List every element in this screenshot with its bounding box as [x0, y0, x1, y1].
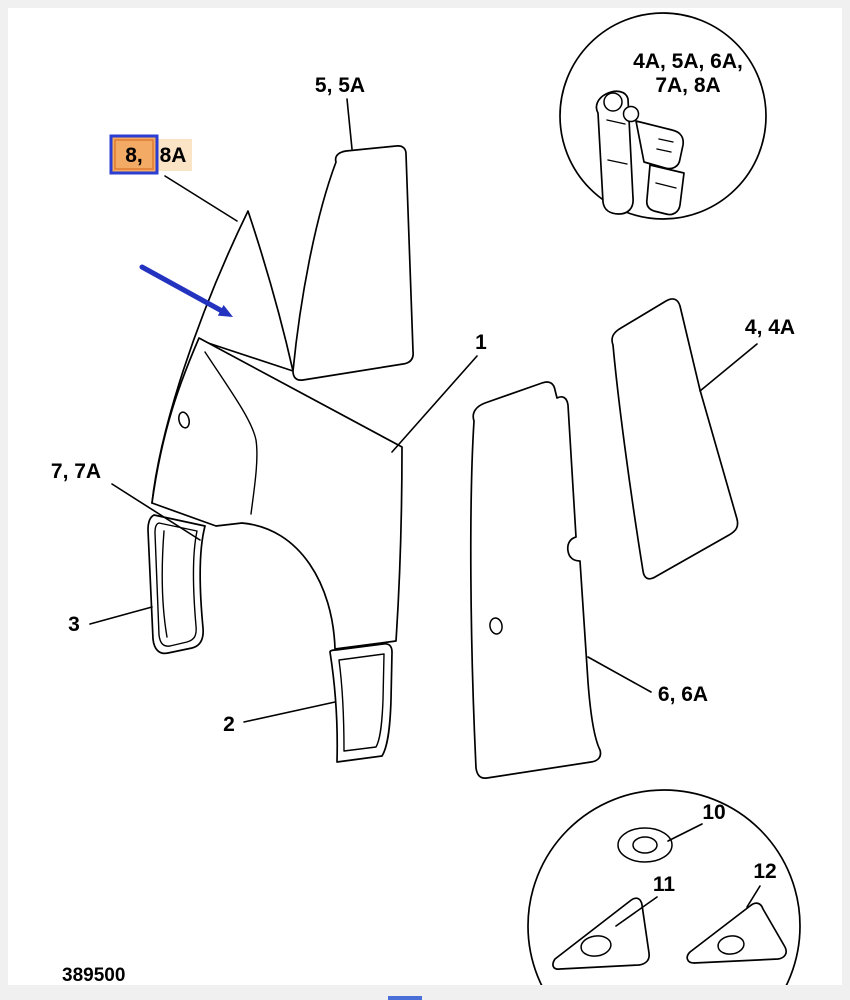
piece-7-3-inner [154, 522, 198, 647]
callout-label-12: 12 [753, 860, 776, 883]
callout-12: 12 [746, 860, 777, 908]
callout-8-highlighted: 8, 8A [109, 134, 238, 222]
bottom-detail-circle [527, 789, 801, 1000]
callout-label-4: 4, 4A [745, 316, 795, 339]
piece-2-inner [338, 653, 385, 752]
seal-strip-right [645, 164, 685, 216]
piece-2-outer [329, 642, 393, 763]
callout-label-6: 6, 6A [658, 683, 708, 706]
callout-label-11: 11 [653, 873, 676, 896]
seal-bulb-2 [622, 105, 640, 123]
plate-12 [686, 902, 788, 964]
callout-1: 1 [391, 331, 487, 453]
seal-fin-lines [606, 119, 677, 189]
panel-1-hole [178, 411, 190, 429]
leader-line [243, 701, 336, 723]
callout-6: 6, 6A [587, 656, 708, 706]
top-detail-circle: 4A, 5A, 6A, 7A, 8A [559, 12, 767, 220]
callout-4: 4, 4A [699, 316, 795, 392]
leader-line [391, 355, 478, 453]
pointer-arrow-head [217, 305, 233, 317]
detail-label-line1: 4A, 5A, 6A, [633, 50, 743, 73]
callout-label-8-boxed[interactable]: 8, [125, 144, 143, 167]
leader-line [587, 656, 652, 693]
callout-label-1: 1 [475, 331, 487, 354]
highlight-box[interactable] [109, 134, 159, 175]
panel-5-5a [292, 145, 414, 381]
highlight-inner-border [114, 139, 154, 170]
piece-7-3-detail [161, 530, 168, 638]
panel-6-6a [469, 381, 602, 779]
leader-line [699, 343, 758, 392]
frame-right [842, 0, 850, 1000]
plate-11 [552, 897, 650, 970]
callout-7: 7, 7A [51, 460, 201, 541]
leader-line [346, 98, 353, 150]
grommet-10-inner [632, 836, 658, 854]
pointer-arrow-shaft [139, 264, 225, 314]
panel-1-pillar-line [204, 351, 258, 515]
callout-2: 2 [223, 701, 336, 736]
plate-11-hole [580, 935, 612, 957]
panel-6-6a-group [469, 381, 602, 779]
callout-10: 10 [667, 801, 726, 842]
piece-7-3-group [147, 514, 206, 655]
leader-line [164, 175, 238, 222]
leader-line [615, 896, 658, 927]
piece-2-group [329, 642, 393, 763]
leader-line [667, 823, 703, 842]
callout-11: 11 [615, 873, 676, 927]
panel-1-group [151, 337, 403, 650]
callout-5: 5, 5A [315, 74, 365, 150]
frame-bottom [0, 985, 850, 1000]
seal-strip-left [595, 90, 634, 215]
frame-left [0, 0, 8, 1000]
panel-6-hole [489, 617, 503, 635]
detail-label-line2: 7A, 8A [655, 74, 720, 97]
callout-label-5: 5, 5A [315, 74, 365, 97]
bottom-scroll-marker[interactable] [388, 996, 422, 1000]
plate-12-hole [717, 935, 745, 955]
panel-4-4a [611, 298, 739, 580]
panel-1 [151, 337, 403, 650]
callout-label-2: 2 [223, 713, 235, 736]
frame-top [0, 0, 850, 8]
callout-label-3: 3 [68, 613, 80, 636]
callout-label-7: 7, 7A [51, 460, 101, 483]
callout-label-10: 10 [702, 801, 725, 824]
leader-line [111, 483, 201, 541]
pointer-arrow [139, 264, 233, 317]
callout-3: 3 [68, 606, 153, 636]
seal-bulb-1 [603, 92, 623, 112]
drawing-number: 389500 [62, 965, 125, 986]
callout-label-8-suffix: 8A [160, 144, 187, 167]
leader-line [89, 606, 153, 625]
leader-line [746, 885, 761, 908]
